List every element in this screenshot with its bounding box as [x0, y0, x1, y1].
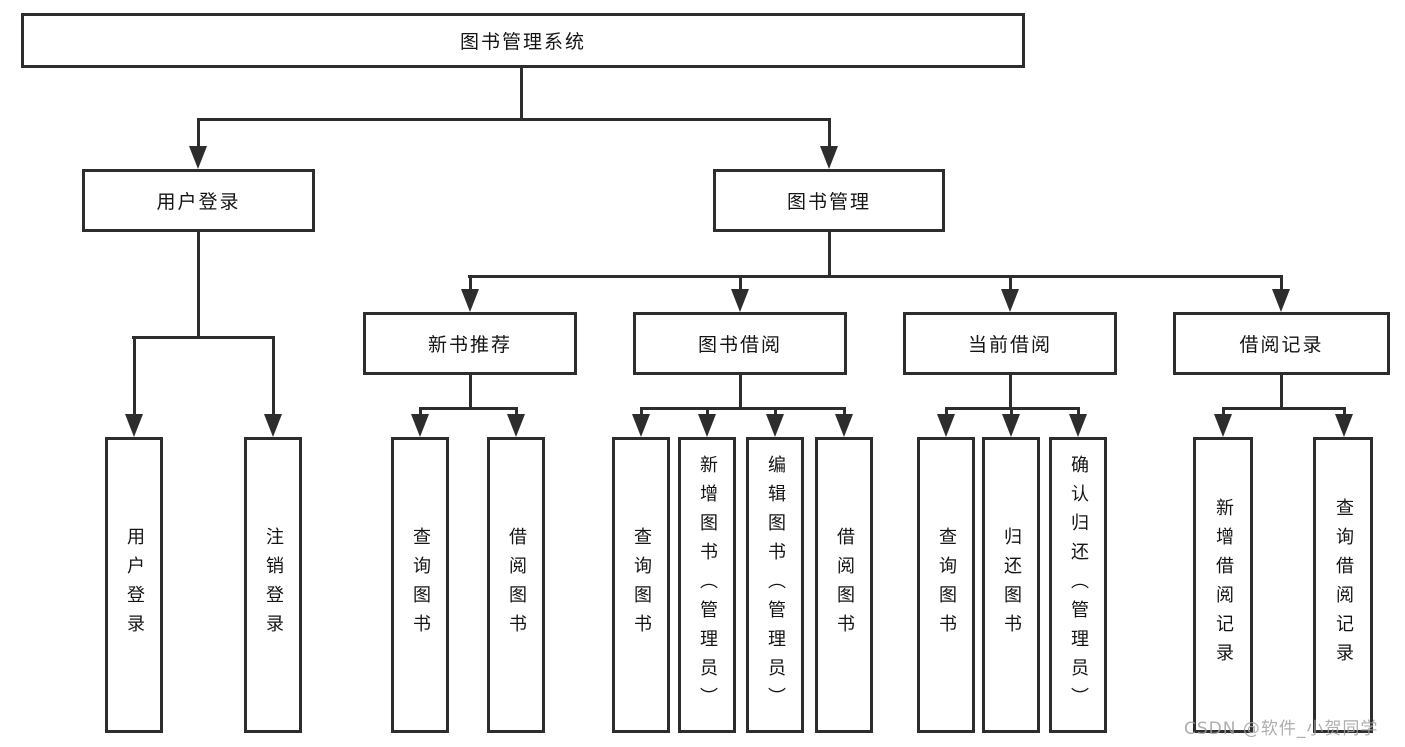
watermark: CSDN @软件_小贺同学: [1184, 719, 1379, 739]
node-leaf-add-borrow-record: 新增借阅记录: [1193, 437, 1253, 733]
node-leaf-edit-book: 编辑图书（管理员）: [746, 437, 804, 733]
node-leaf-confirm-return: 确认归还（管理员）: [1049, 437, 1107, 733]
connector-line: [468, 275, 1282, 278]
arrow-down-icon: [264, 414, 282, 437]
connector-line: [1224, 407, 1345, 410]
arrow-down-icon: [1002, 414, 1020, 437]
connector-line: [1008, 275, 1012, 296]
arrow-down-icon: [820, 146, 838, 169]
arrow-down-icon: [1069, 414, 1087, 437]
node-leaf-borrow-books-1: 借阅图书: [487, 437, 545, 733]
arrow-down-icon: [461, 289, 479, 312]
connector-line: [132, 336, 275, 339]
arrow-down-icon: [937, 414, 955, 437]
arrow-down-icon: [698, 414, 716, 437]
node-leaf-query-books-1: 查询图书: [391, 437, 449, 733]
connector-line: [196, 232, 200, 339]
node-leaf-query-books-3: 查询图书: [917, 437, 975, 733]
node-book-borrow: 图书借阅: [633, 312, 847, 375]
connector-line: [197, 118, 831, 121]
arrow-down-icon: [1214, 414, 1232, 437]
node-new-book-rec: 新书推荐: [363, 312, 577, 375]
arrow-down-icon: [189, 146, 207, 169]
connector-line: [519, 68, 523, 121]
node-leaf-add-book: 新增图书（管理员）: [678, 437, 736, 733]
node-borrow-records: 借阅记录: [1173, 312, 1390, 375]
arrow-down-icon: [1272, 289, 1290, 312]
connector-line: [738, 375, 742, 410]
connector-line: [1279, 375, 1283, 410]
arrow-down-icon: [766, 414, 784, 437]
node-user-login: 用户登录: [82, 169, 315, 232]
connector-line: [738, 275, 742, 296]
connector-line: [271, 336, 275, 421]
connector-line: [468, 375, 472, 410]
node-current-borrow: 当前借阅: [903, 312, 1117, 375]
node-leaf-user-login: 用户登录: [105, 437, 163, 733]
node-leaf-query-books-2: 查询图书: [612, 437, 670, 733]
connector-line: [1279, 275, 1283, 296]
node-system: 图书管理系统: [21, 13, 1025, 68]
node-leaf-query-borrow-record: 查询借阅记录: [1313, 437, 1373, 733]
node-leaf-logout: 注销登录: [244, 437, 302, 733]
connector-line: [827, 118, 831, 153]
arrow-down-icon: [411, 414, 429, 437]
arrow-down-icon: [1335, 414, 1353, 437]
connector-line: [640, 407, 845, 410]
connector-line: [468, 275, 472, 296]
node-leaf-borrow-books-2: 借阅图书: [815, 437, 873, 733]
arrow-down-icon: [1001, 289, 1019, 312]
arrow-down-icon: [731, 289, 749, 312]
connector-line: [827, 232, 831, 278]
node-book-mgmt: 图书管理: [713, 169, 945, 232]
node-leaf-return-book: 归还图书: [982, 437, 1040, 733]
connector-line: [419, 407, 517, 410]
connector-line: [196, 118, 200, 153]
connector-line: [132, 336, 136, 421]
arrow-down-icon: [835, 414, 853, 437]
connector-line: [1008, 375, 1012, 410]
arrow-down-icon: [507, 414, 525, 437]
arrow-down-icon: [125, 414, 143, 437]
arrow-down-icon: [632, 414, 650, 437]
